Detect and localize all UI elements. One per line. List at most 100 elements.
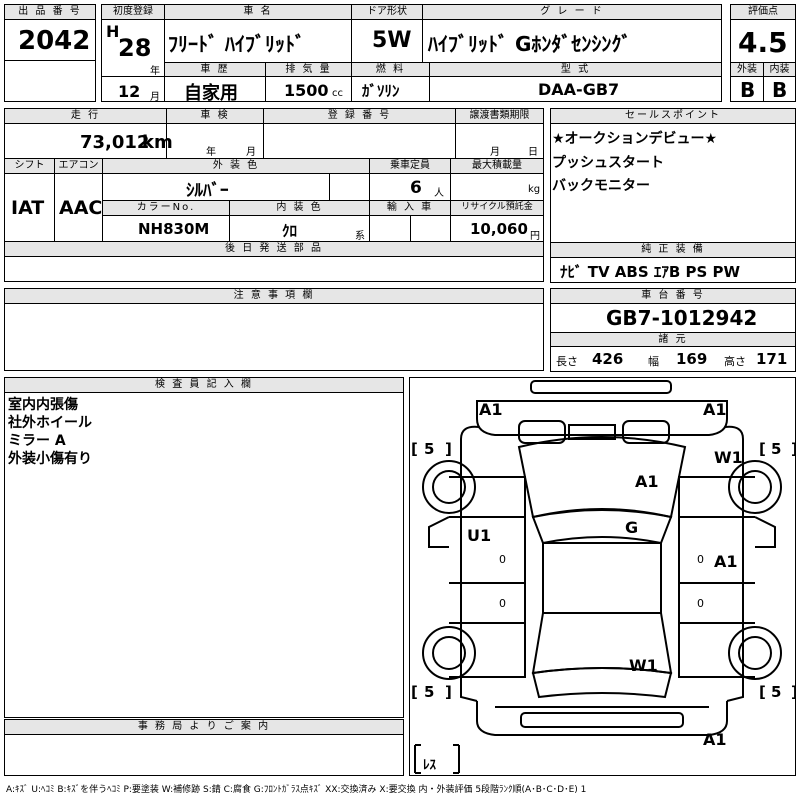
sales-label: セールスポイント <box>550 108 796 124</box>
mark-front-left: A1 <box>479 400 503 419</box>
chassis-label: 車 台 番 号 <box>550 288 796 304</box>
mark-rear-bumper: A1 <box>703 730 727 749</box>
mark-door-left: U1 <box>467 526 491 545</box>
color-no-label: カラーNo. <box>102 200 230 216</box>
mark-hood: A1 <box>635 472 659 491</box>
zero-mark: 0 <box>697 553 704 566</box>
interior-box <box>763 76 796 102</box>
lot-empty-box <box>4 60 96 102</box>
inspector-line: 外装小傷有り <box>8 451 92 467</box>
int-color-label: 内 装 色 <box>229 200 370 216</box>
later-parts-label: 後 日 発 送 部 品 <box>4 241 544 257</box>
insp-year-unit: 年 <box>206 147 216 158</box>
model: DAA-GB7 <box>538 80 620 99</box>
reg-year-unit: 年 <box>150 66 160 77</box>
interior-grade: B <box>772 78 788 102</box>
zero-mark: 0 <box>697 597 704 610</box>
car-name-label: 車 名 <box>164 4 352 20</box>
sales-point: ★オークションデビュー★ <box>552 131 718 147</box>
history: 自家用 <box>184 83 238 104</box>
exterior-grade: B <box>740 78 756 102</box>
ac-label: エアコン <box>54 158 103 174</box>
chassis-number: GB7-1012942 <box>606 306 758 330</box>
zero-mark: 0 <box>499 597 506 610</box>
transfer-label: 譲渡書類期限 <box>455 108 544 124</box>
notes-label: 注 意 事 項 欄 <box>4 288 544 304</box>
diagram-box <box>409 377 796 776</box>
reg-number-box <box>263 123 456 159</box>
legend: A:ｷｽﾞ U:ﾍｺﾐ B:ｷｽﾞを伴うﾍｺﾐ P:要塗装 W:補修跡 S:錆 … <box>6 785 587 795</box>
int-color: ｸﾛ <box>282 222 298 240</box>
first-reg-label: 初度登録 <box>101 4 165 20</box>
reg-month: 12 <box>118 82 141 101</box>
width: 169 <box>676 350 708 368</box>
width-label: 幅 <box>648 355 659 368</box>
exterior-label: 外装 <box>730 62 764 77</box>
tire-spare: ﾚｽ <box>423 758 437 773</box>
mark-rear-glass: W1 <box>629 656 658 675</box>
fuel: ｶﾞｿﾘﾝ <box>362 82 400 100</box>
office-label: 事 務 局 よ り ご 案 内 <box>4 719 404 735</box>
length-label: 長さ <box>556 355 578 368</box>
inspector-box <box>4 392 404 718</box>
ac: AAC <box>59 197 103 219</box>
inspector-line: ミラー A <box>8 433 66 449</box>
reg-number-label: 登 録 番 号 <box>263 108 456 124</box>
svg-text:]: ] <box>445 683 452 701</box>
insp-month-unit: 月 <box>246 147 256 158</box>
tire-fl: 5 <box>424 440 434 458</box>
mark-front-right: A1 <box>703 400 727 419</box>
mileage-label: 走 行 <box>4 108 167 124</box>
car-diagram: [] [] [] [] 5 5 5 5 ﾚｽ 0 0 0 0 A1 A1 W1 … <box>411 380 796 774</box>
color-label: 外 装 色 <box>102 158 370 174</box>
later-parts-box <box>4 256 544 282</box>
shift-label: シフト <box>4 158 55 174</box>
office-box <box>4 734 404 776</box>
displacement: 1500 <box>284 81 329 100</box>
interior-label: 内装 <box>763 62 796 77</box>
mark-wheel-fr: W1 <box>714 448 743 467</box>
dims-box <box>550 346 796 372</box>
notes-box <box>4 303 544 371</box>
svg-text:]: ] <box>791 440 796 458</box>
int-color-unit: 系 <box>355 231 365 242</box>
mileage: 73,012 <box>80 132 150 153</box>
displacement-unit: cc <box>332 88 343 99</box>
grade-label: グ レ ー ド <box>422 4 722 20</box>
mark-door-right: A1 <box>714 552 738 571</box>
zero-mark: 0 <box>499 553 506 566</box>
displacement-label: 排 気 量 <box>265 62 352 77</box>
history-label: 車 歴 <box>164 62 266 77</box>
equipment-label: 純 正 装 備 <box>550 242 796 258</box>
reg-year: 28 <box>118 34 152 62</box>
tire-rr: 5 <box>771 683 781 701</box>
svg-text:]: ] <box>791 683 796 701</box>
model-label: 型 式 <box>429 62 722 77</box>
equipment-box <box>550 257 796 283</box>
tire-fr: 5 <box>771 440 781 458</box>
score: 4.5 <box>738 26 788 59</box>
lot-label: 出 品 番 号 <box>4 4 96 20</box>
load-unit: kg <box>528 184 541 195</box>
grade: ﾊｲﾌﾞﾘｯﾄﾞ Gﾎﾝﾀﾞｾﾝｼﾝｸﾞ <box>428 32 632 56</box>
load-label: 最大積載量 <box>450 158 544 174</box>
inspector-line: 室内内張傷 <box>8 397 78 413</box>
recycle-label: リサイクル預託金 <box>450 200 544 216</box>
transfer-day-unit: 日 <box>528 147 538 158</box>
sales-point: プッシュスタート <box>552 155 664 171</box>
recycle-unit: 円 <box>530 231 540 242</box>
door-label: ドア形状 <box>351 4 423 20</box>
mileage-unit: km <box>142 132 173 153</box>
import-label: 輸 入 車 <box>369 200 451 216</box>
inspector-line: 社外ホイール <box>8 415 92 431</box>
svg-text:[: [ <box>411 440 418 458</box>
sales-point: バックモニター <box>552 178 650 194</box>
capacity-unit: 人 <box>434 188 444 199</box>
svg-text:[: [ <box>759 683 766 701</box>
recycle: 10,060 <box>470 220 528 238</box>
length: 426 <box>592 350 624 368</box>
svg-text:]: ] <box>445 440 452 458</box>
fuel-label: 燃 料 <box>351 62 430 77</box>
color-no: NH830M <box>138 220 210 238</box>
model-box <box>429 76 722 102</box>
